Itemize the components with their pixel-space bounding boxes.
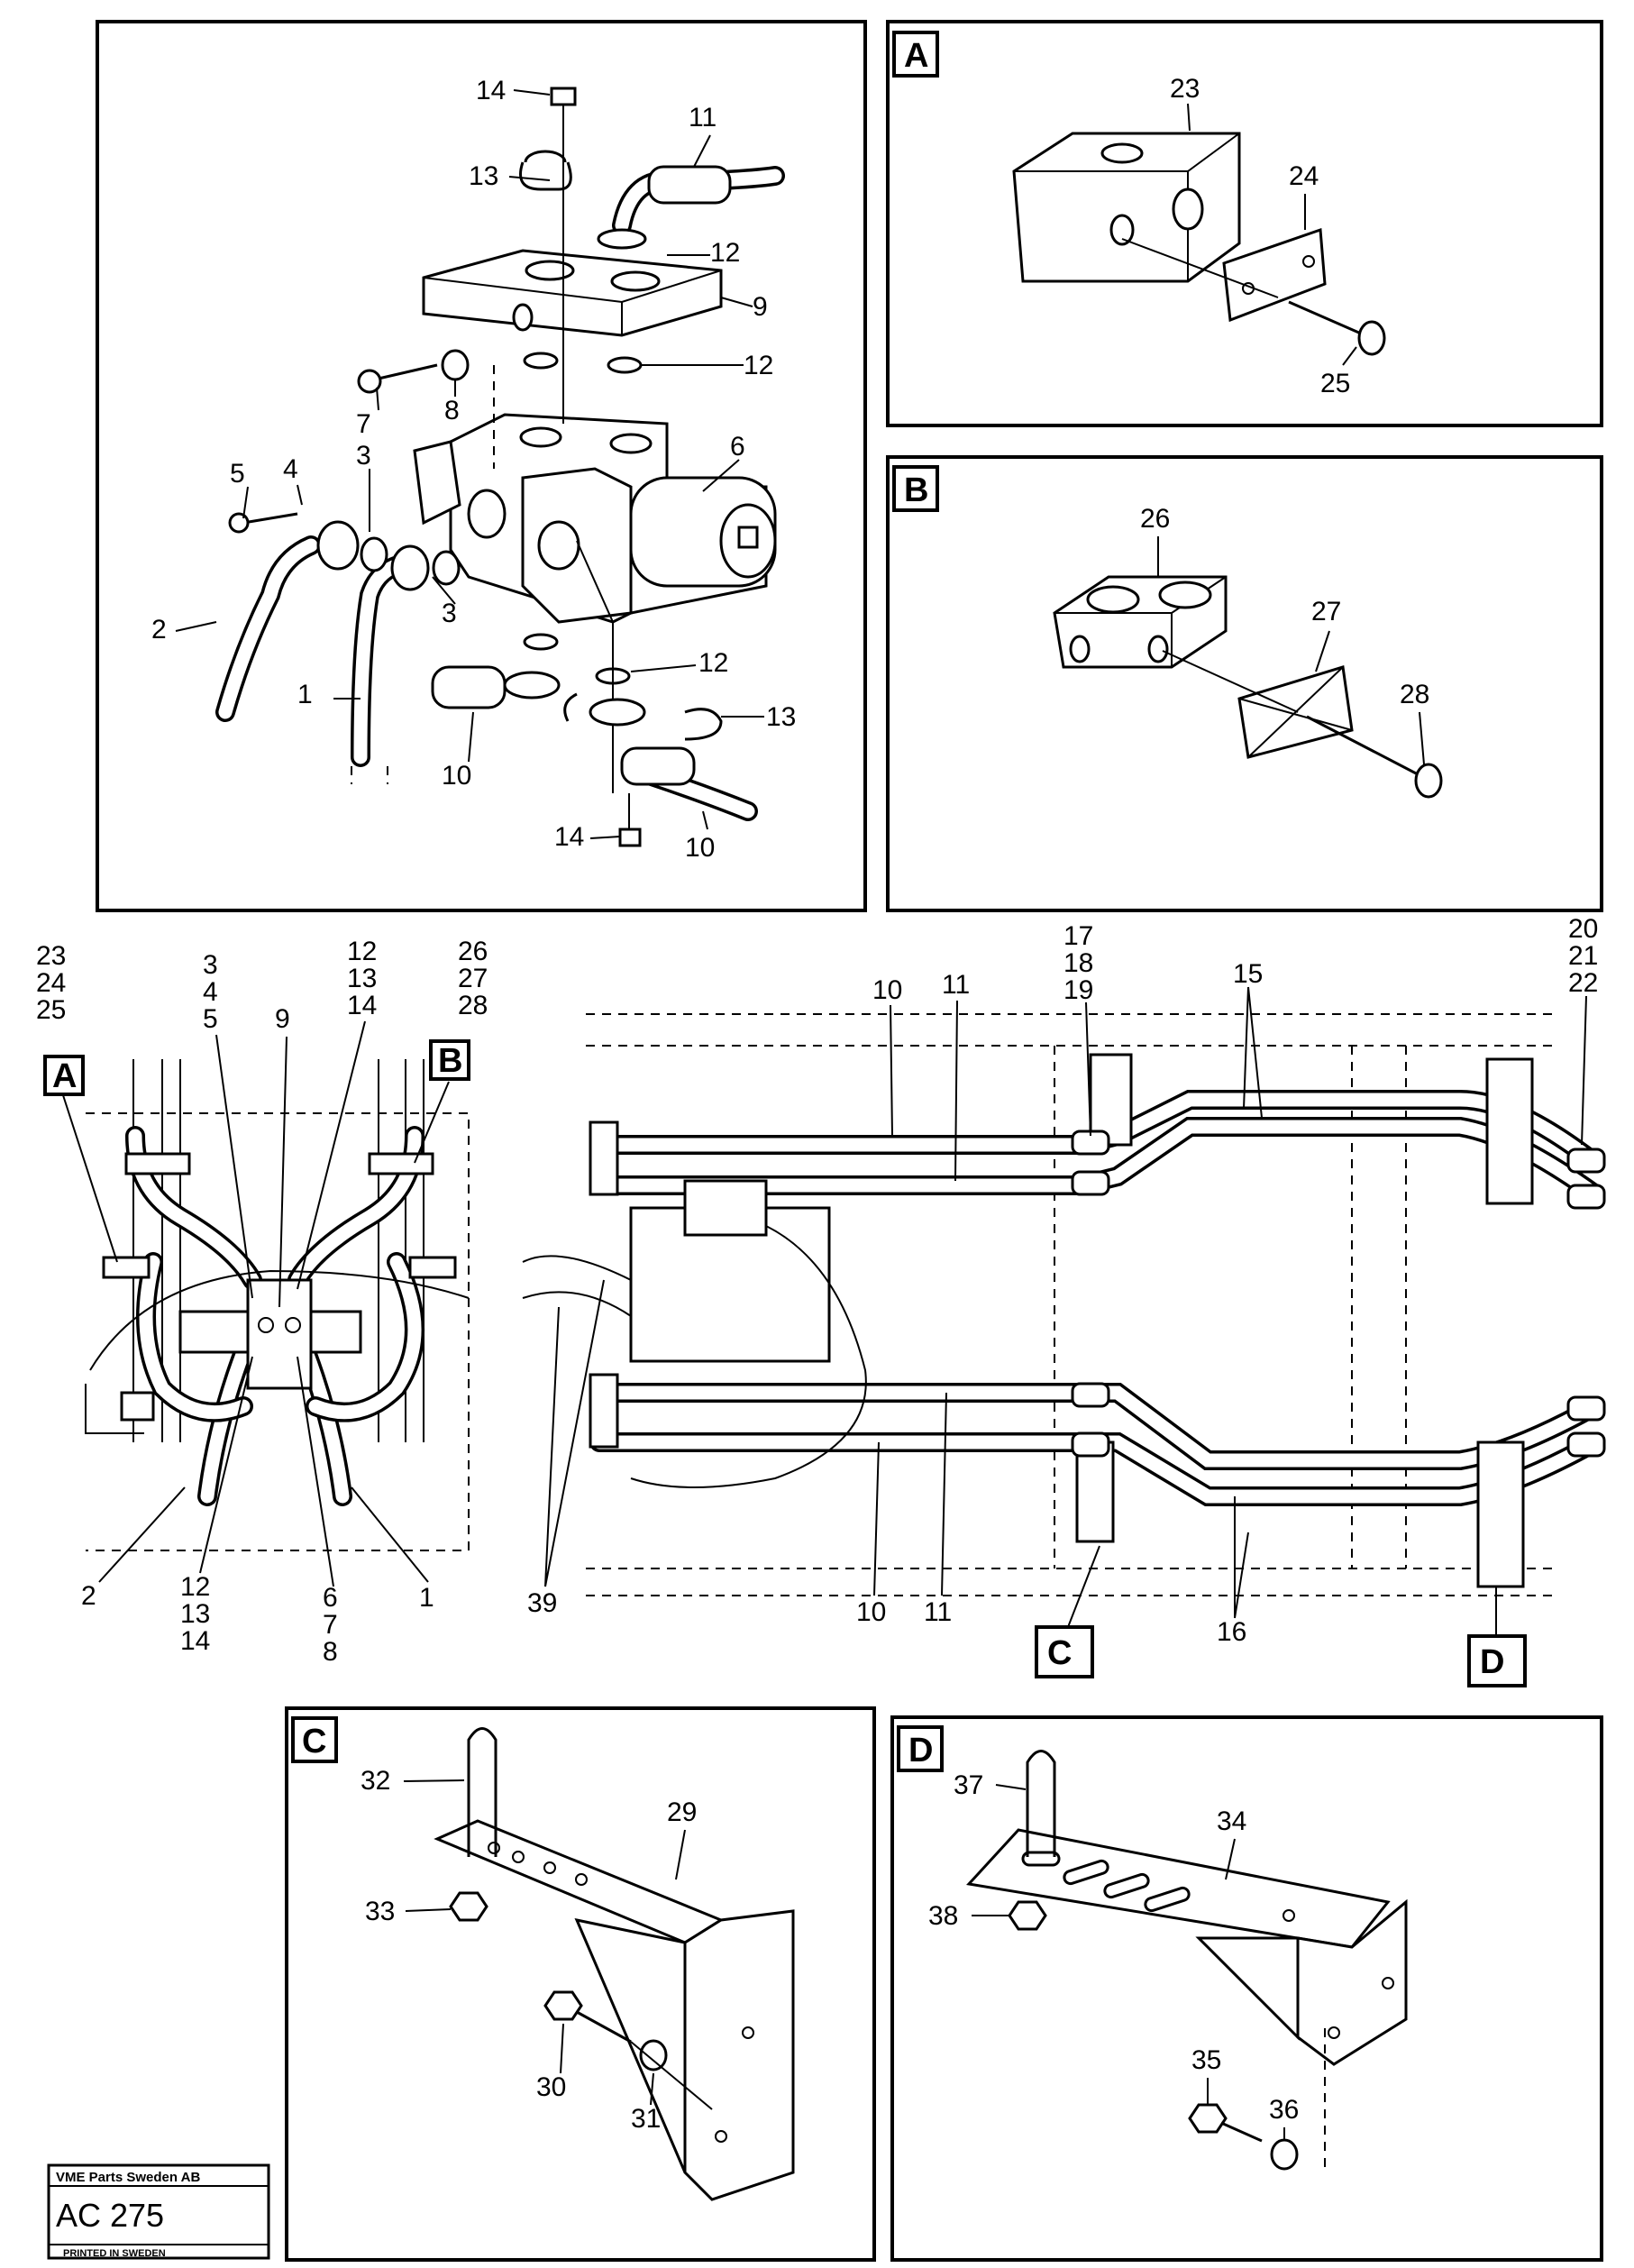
stamp-company: VME Parts Sweden AB	[56, 2170, 200, 2185]
detail-letter-c: C	[302, 1723, 326, 1760]
callout-10: 10	[685, 833, 715, 863]
callout-37: 37	[954, 1770, 983, 1800]
callout-12: 12	[698, 648, 728, 678]
callout-6: 6	[323, 1583, 338, 1613]
callout-27: 27	[458, 964, 488, 993]
callout-3: 3	[442, 599, 457, 628]
detail-panel-b: B 26 27 28	[886, 455, 1603, 912]
callout-11: 11	[942, 970, 970, 1000]
callout-26: 26	[458, 937, 488, 966]
callout-11: 11	[924, 1597, 952, 1627]
callout-39: 39	[527, 1588, 557, 1618]
callout-1: 1	[297, 680, 313, 709]
callout-8: 8	[323, 1637, 338, 1667]
callout-13: 13	[180, 1599, 210, 1629]
detail-letter-b: B	[904, 471, 928, 509]
callout-21: 21	[1568, 941, 1598, 971]
callout-30: 30	[536, 2072, 566, 2102]
callout-34: 34	[1217, 1806, 1246, 1836]
callout-16: 16	[1217, 1617, 1246, 1647]
callout-12: 12	[347, 937, 377, 966]
callout-11: 11	[689, 103, 717, 133]
callout-3: 3	[356, 441, 371, 471]
stamp-code: AC 275	[56, 2197, 164, 2234]
callout-36: 36	[1269, 2095, 1299, 2125]
callout-4: 4	[283, 454, 298, 484]
callout-9: 9	[753, 292, 768, 322]
stamp-origin: PRINTED IN SWEDEN	[63, 2248, 166, 2259]
callout-28: 28	[1400, 680, 1429, 709]
detail-panel-c: C 32 29 33 30 31	[285, 1706, 876, 2262]
callout-10: 10	[872, 975, 902, 1005]
callout-33: 33	[365, 1897, 395, 1926]
callout-14: 14	[347, 991, 377, 1020]
overview-letter-d: D	[1480, 1643, 1504, 1681]
overview-letter-a: A	[52, 1057, 77, 1095]
callout-12: 12	[180, 1572, 210, 1602]
callout-7: 7	[323, 1610, 338, 1640]
callout-28: 28	[458, 991, 488, 1020]
callout-1: 1	[419, 1583, 434, 1613]
callout-38: 38	[928, 1901, 958, 1931]
callout-12: 12	[744, 351, 773, 380]
callout-22: 22	[1568, 968, 1598, 998]
callout-12: 12	[710, 238, 740, 268]
callout-2: 2	[81, 1581, 96, 1611]
overview-letter-b: B	[438, 1042, 462, 1080]
callout-14: 14	[180, 1626, 210, 1656]
callout-25: 25	[1320, 369, 1350, 398]
callout-23: 23	[36, 941, 66, 971]
detail-panel-d: D 37 34 38 35 36	[890, 1715, 1603, 2262]
callout-13: 13	[347, 964, 377, 993]
callout-9: 9	[275, 1004, 290, 1034]
callout-2: 2	[151, 615, 167, 645]
callout-15: 15	[1233, 959, 1263, 989]
callout-6: 6	[730, 432, 745, 462]
parts-stamp: VME Parts Sweden AB AC 275 PRINTED IN SW…	[47, 2163, 270, 2260]
callout-5: 5	[203, 1004, 218, 1034]
callout-18: 18	[1063, 948, 1093, 978]
callout-29: 29	[667, 1797, 697, 1827]
callout-26: 26	[1140, 504, 1170, 534]
callout-20: 20	[1568, 914, 1598, 944]
callout-8: 8	[444, 396, 460, 425]
overview-letter-c: C	[1047, 1634, 1072, 1672]
callout-14: 14	[554, 822, 584, 852]
callout-31: 31	[631, 2104, 661, 2134]
callout-10: 10	[442, 761, 471, 791]
callout-3: 3	[203, 950, 218, 980]
callout-13: 13	[469, 161, 498, 191]
callout-7: 7	[356, 409, 371, 439]
detail-letter-a: A	[904, 37, 928, 75]
overview-right: 10 11 17 18 19 15 20 21 22 39 10 11 C 16…	[522, 914, 1606, 1687]
callout-24: 24	[1289, 161, 1319, 191]
overview-left: 23 24 25 A 3 4 5 9 12 13 14 26 27 28 B 2…	[36, 937, 488, 1667]
callout-32: 32	[361, 1766, 390, 1796]
callout-17: 17	[1063, 921, 1093, 951]
callout-5: 5	[230, 459, 245, 489]
callout-19: 19	[1063, 975, 1093, 1005]
callout-35: 35	[1191, 2045, 1221, 2075]
callout-24: 24	[36, 968, 66, 998]
detail-letter-d: D	[908, 1732, 933, 1770]
main-valve-panel: 14 13 11 12 9 12 7 8 5 4 3 6 3 2 1 12 13…	[96, 20, 867, 912]
callout-14: 14	[476, 76, 506, 105]
callout-13: 13	[766, 702, 796, 732]
callout-4: 4	[203, 977, 218, 1007]
callout-25: 25	[36, 995, 66, 1025]
detail-panel-a: A 23 24 25	[886, 20, 1603, 427]
callout-10: 10	[856, 1597, 886, 1627]
callout-23: 23	[1170, 74, 1200, 104]
callout-27: 27	[1311, 597, 1341, 626]
